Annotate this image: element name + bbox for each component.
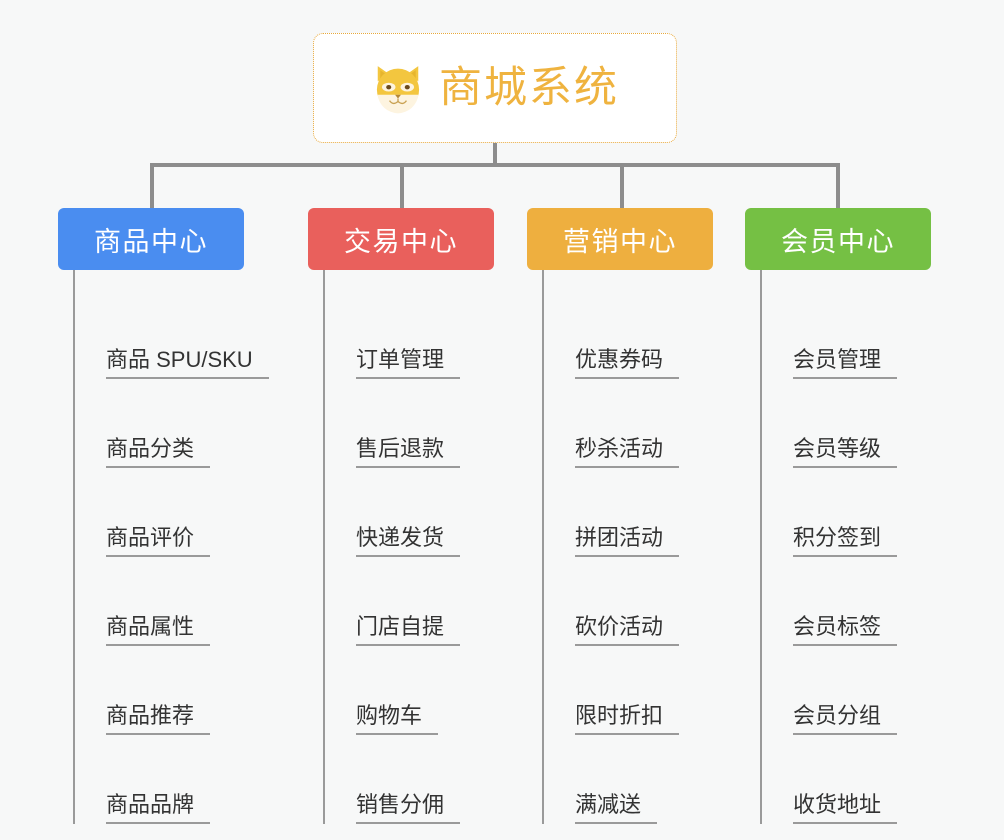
leaf-label: 快递发货 bbox=[356, 524, 461, 557]
leaf-spine bbox=[323, 270, 325, 824]
leaf-spine bbox=[73, 270, 75, 824]
leaf-item[interactable]: 商品推荐 bbox=[73, 646, 244, 735]
leaf-label: 会员管理 bbox=[793, 346, 898, 379]
leaf-item[interactable]: 会员管理 bbox=[760, 290, 931, 379]
leaf-spine bbox=[760, 270, 762, 824]
leaf-label: 会员标签 bbox=[793, 613, 898, 646]
leaf-item[interactable]: 售后退款 bbox=[323, 379, 494, 468]
leaf-spine bbox=[542, 270, 544, 824]
connector-horizontal-bar bbox=[150, 163, 840, 167]
category-column-marketing-center: 营销中心 优惠券码 秒杀活动 拼团活动 砍价活动 限时折扣 满减送 bbox=[527, 208, 713, 824]
leaf-item[interactable]: 会员标签 bbox=[760, 557, 931, 646]
leaf-label: 砍价活动 bbox=[575, 613, 680, 646]
leaf-label: 门店自提 bbox=[356, 613, 461, 646]
category-column-product-center: 商品中心 商品 SPU/SKU 商品分类 商品评价 商品属性 商品推荐 商品品牌 bbox=[58, 208, 269, 824]
category-box-marketing-center[interactable]: 营销中心 bbox=[527, 208, 713, 270]
connector-drop-member-center bbox=[836, 163, 840, 208]
leaf-label: 购物车 bbox=[356, 702, 439, 735]
leaf-label: 商品评价 bbox=[106, 524, 211, 557]
leaf-label: 收货地址 bbox=[793, 791, 898, 824]
leaf-label: 秒杀活动 bbox=[575, 435, 680, 468]
category-box-product-center[interactable]: 商品中心 bbox=[58, 208, 244, 270]
category-column-member-center: 会员中心 会员管理 会员等级 积分签到 会员标签 会员分组 收货地址 bbox=[745, 208, 931, 824]
leaf-item[interactable]: 购物车 bbox=[323, 646, 494, 735]
leaf-item[interactable]: 商品分类 bbox=[73, 379, 244, 468]
leaf-item[interactable]: 商品评价 bbox=[73, 468, 244, 557]
category-column-trade-center: 交易中心 订单管理 售后退款 快递发货 门店自提 购物车 销售分佣 bbox=[308, 208, 494, 824]
leaf-label: 订单管理 bbox=[356, 346, 461, 379]
leaf-item[interactable]: 限时折扣 bbox=[542, 646, 713, 735]
leaf-label: 积分签到 bbox=[793, 524, 898, 557]
root-node[interactable]: 商城系统 bbox=[313, 33, 677, 143]
leaf-list-marketing-center: 优惠券码 秒杀活动 拼团活动 砍价活动 限时折扣 满减送 bbox=[527, 270, 713, 824]
leaf-item[interactable]: 砍价活动 bbox=[542, 557, 713, 646]
leaf-list-member-center: 会员管理 会员等级 积分签到 会员标签 会员分组 收货地址 bbox=[745, 270, 931, 824]
leaf-label: 销售分佣 bbox=[356, 791, 461, 824]
root-title: 商城系统 bbox=[439, 63, 619, 112]
leaf-item[interactable]: 会员等级 bbox=[760, 379, 931, 468]
connector-drop-trade-center bbox=[400, 163, 404, 208]
leaf-item[interactable]: 积分签到 bbox=[760, 468, 931, 557]
leaf-label: 商品推荐 bbox=[106, 702, 211, 735]
leaf-label: 满减送 bbox=[575, 791, 658, 824]
leaf-label: 售后退款 bbox=[356, 435, 461, 468]
leaf-item[interactable]: 商品 SPU/SKU bbox=[73, 290, 269, 379]
category-label: 商品中心 bbox=[94, 226, 208, 257]
leaf-label: 优惠券码 bbox=[575, 346, 680, 379]
leaf-label: 限时折扣 bbox=[575, 702, 680, 735]
leaf-item[interactable]: 会员分组 bbox=[760, 646, 931, 735]
dog-face-icon bbox=[376, 66, 420, 114]
leaf-label: 会员分组 bbox=[793, 702, 898, 735]
connector-drop-product-center bbox=[150, 163, 154, 208]
leaf-item[interactable]: 商品属性 bbox=[73, 557, 244, 646]
leaf-item[interactable]: 拼团活动 bbox=[542, 468, 713, 557]
leaf-item[interactable]: 优惠券码 bbox=[542, 290, 713, 379]
leaf-list-trade-center: 订单管理 售后退款 快递发货 门店自提 购物车 销售分佣 bbox=[308, 270, 494, 824]
leaf-label: 拼团活动 bbox=[575, 524, 680, 557]
leaf-item[interactable]: 收货地址 bbox=[760, 735, 931, 824]
leaf-label: 商品品牌 bbox=[106, 791, 211, 824]
category-box-trade-center[interactable]: 交易中心 bbox=[308, 208, 494, 270]
leaf-label: 商品 SPU/SKU bbox=[106, 346, 269, 379]
leaf-item[interactable]: 秒杀活动 bbox=[542, 379, 713, 468]
leaf-label: 会员等级 bbox=[793, 435, 898, 468]
leaf-item[interactable]: 满减送 bbox=[542, 735, 713, 824]
category-label: 交易中心 bbox=[344, 226, 458, 257]
category-box-member-center[interactable]: 会员中心 bbox=[745, 208, 931, 270]
leaf-list-product-center: 商品 SPU/SKU 商品分类 商品评价 商品属性 商品推荐 商品品牌 bbox=[58, 270, 269, 824]
leaf-label: 商品分类 bbox=[106, 435, 211, 468]
leaf-item[interactable]: 销售分佣 bbox=[323, 735, 494, 824]
leaf-item[interactable]: 快递发货 bbox=[323, 468, 494, 557]
connector-root-stem bbox=[493, 143, 497, 167]
category-label: 营销中心 bbox=[563, 226, 677, 257]
leaf-item[interactable]: 商品品牌 bbox=[73, 735, 244, 824]
connector-drop-marketing-center bbox=[620, 163, 624, 208]
leaf-item[interactable]: 订单管理 bbox=[323, 290, 494, 379]
leaf-item[interactable]: 门店自提 bbox=[323, 557, 494, 646]
category-label: 会员中心 bbox=[781, 226, 895, 257]
leaf-label: 商品属性 bbox=[106, 613, 211, 646]
